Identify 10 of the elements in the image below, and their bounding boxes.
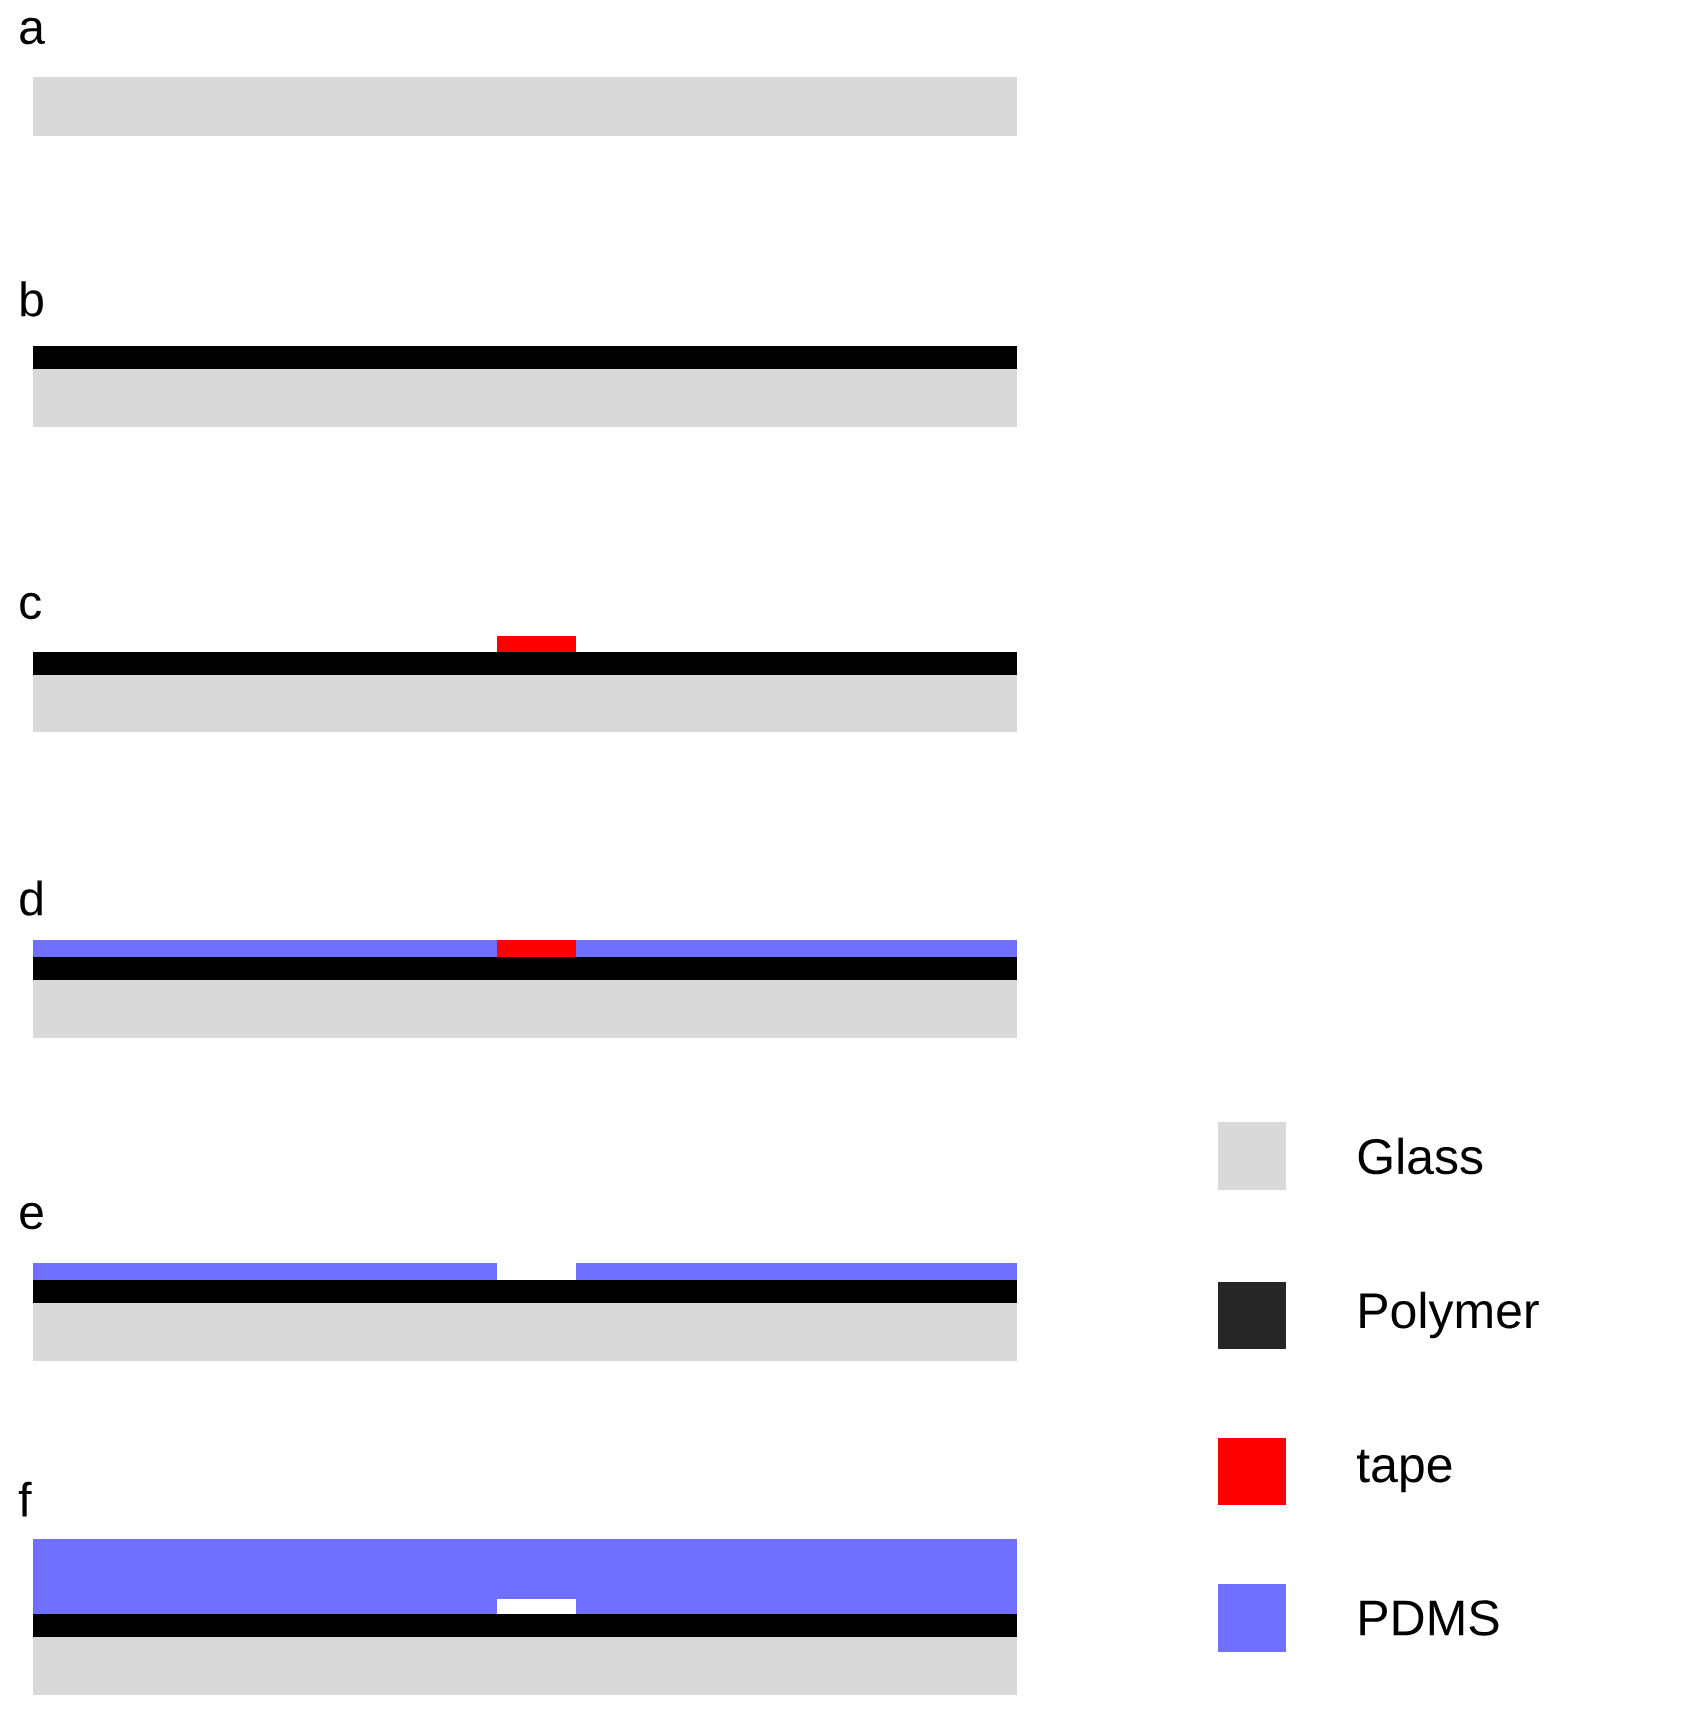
panel-label: e (20, 1202, 43, 1230)
panel-label: c (20, 592, 41, 620)
legend-label: Polymer (1360, 1291, 1539, 1339)
legend-label: tape (1356, 1449, 1452, 1493)
panel-label: d (20, 880, 42, 916)
legend-label: PDMS (1360, 1600, 1499, 1636)
legend-label: Glass (1358, 1137, 1483, 1175)
panel-label: a (20, 17, 45, 45)
panel-label: f (18, 1481, 32, 1517)
panel-label: b (21, 281, 43, 317)
